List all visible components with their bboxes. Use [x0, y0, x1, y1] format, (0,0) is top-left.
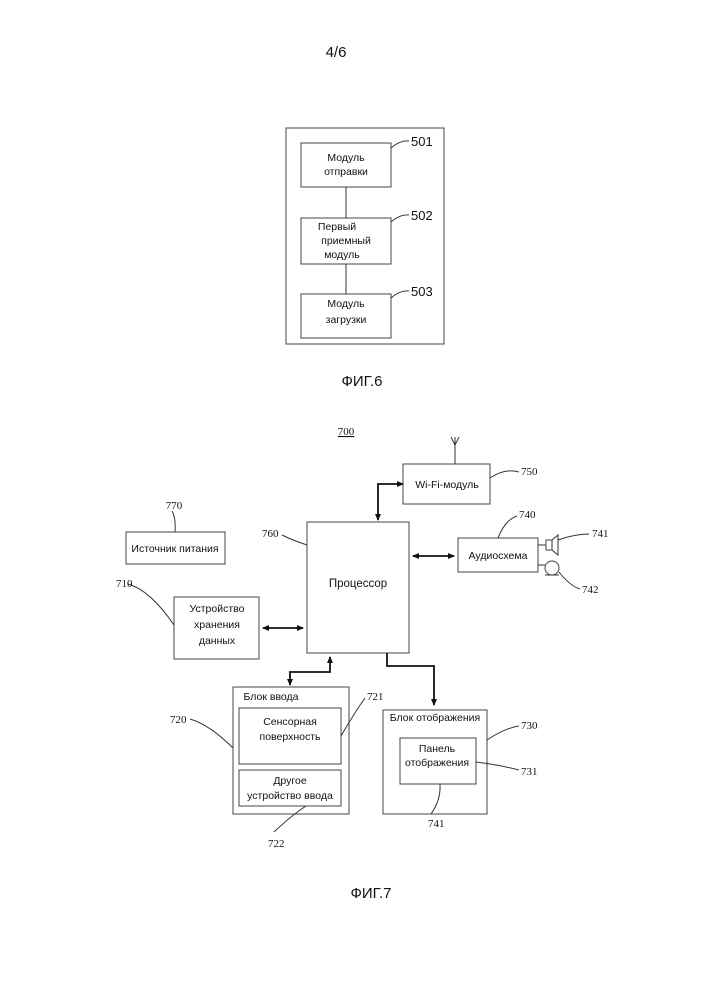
leader-720: [190, 719, 233, 748]
module-loading-line1: Модуль: [327, 298, 365, 310]
touch-surface-line1: Сенсорная: [263, 716, 317, 728]
module-sending-box: [301, 143, 391, 187]
data-storage-line2: хранения: [194, 619, 240, 631]
processor-label: Процессор: [329, 578, 387, 590]
leader-740: [498, 516, 517, 538]
link-processor-display: [387, 653, 434, 705]
fig7-caption: ФИГ.7: [351, 885, 392, 902]
wifi-module-label: Wi-Fi-модуль: [415, 479, 479, 491]
fig7-ref-700: 700: [338, 426, 355, 438]
speaker-icon: [538, 535, 558, 555]
ref-722: 722: [268, 838, 285, 850]
page-number: 4/6: [326, 44, 347, 61]
module-receiving-line2: приемный: [321, 235, 371, 247]
leader-750: [490, 471, 519, 478]
ref-502: 502: [411, 208, 433, 223]
ref-710: 710: [116, 578, 133, 590]
leader-742: [559, 572, 580, 589]
input-block-label: Блок ввода: [244, 691, 299, 703]
audio-circuit-label: Аудиосхема: [469, 550, 528, 562]
fig6-diagram: Модуль отправки 501 Первый приемный моду…: [286, 128, 444, 344]
antenna-icon: [451, 437, 459, 464]
ref-731: 731: [521, 766, 538, 778]
ref-741-panel: 741: [428, 818, 445, 830]
module-sending-line1: Модуль: [327, 152, 365, 164]
module-loading-line2: загрузки: [326, 314, 367, 326]
ref-742: 742: [582, 584, 599, 596]
ref-730: 730: [521, 720, 538, 732]
module-receiving-line3: модуль: [324, 249, 360, 261]
data-storage-line1: Устройство: [190, 603, 245, 615]
fig6-caption: ФИГ.6: [342, 373, 383, 390]
module-sending-line2: отправки: [324, 166, 368, 178]
leader-741-speaker: [558, 534, 589, 540]
ref-770: 770: [166, 500, 183, 512]
other-input-line2: устройство ввода: [247, 790, 333, 802]
link-processor-input: [290, 657, 330, 685]
ref-501: 501: [411, 134, 433, 149]
display-panel-line1: Панель: [419, 743, 456, 755]
ref-741-speaker: 741: [592, 528, 609, 540]
data-storage-line3: данных: [199, 635, 236, 647]
power-source-label: Источник питания: [131, 543, 218, 555]
link-processor-wifi: [378, 484, 403, 520]
other-input-line1: Другое: [273, 775, 307, 787]
fig7-diagram: 700 Wi-Fi-модуль 750 Источник питания 77…: [116, 426, 609, 850]
ref-750: 750: [521, 466, 538, 478]
display-block-label: Блок отображения: [390, 712, 480, 724]
ref-760: 760: [262, 528, 279, 540]
ref-740: 740: [519, 509, 536, 521]
touch-surface-line2: поверхность: [260, 731, 321, 743]
ref-503: 503: [411, 284, 433, 299]
module-receiving-line1: Первый: [318, 221, 356, 233]
leader-710: [128, 584, 174, 625]
microphone-icon: [538, 561, 559, 575]
ref-721: 721: [367, 691, 384, 703]
display-panel-line2: отображения: [405, 757, 469, 769]
leader-730: [487, 726, 519, 740]
leader-770: [172, 511, 175, 532]
leader-760: [282, 535, 307, 545]
ref-720: 720: [170, 714, 187, 726]
